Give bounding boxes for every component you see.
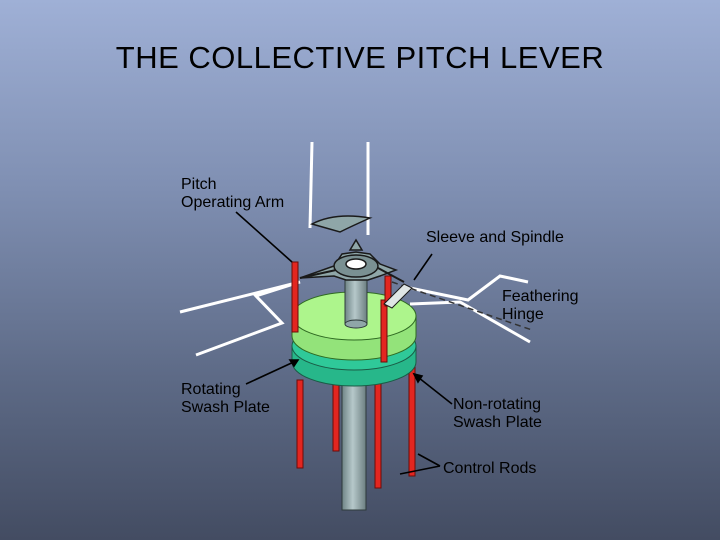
label-line: Swash Plate — [181, 399, 270, 416]
left-blade-outline — [179, 280, 301, 357]
label-feathering-hinge: Feathering Hinge — [502, 288, 579, 324]
slide-title: THE COLLECTIVE PITCH LEVER — [115, 40, 605, 75]
label-line: Pitch — [181, 176, 217, 193]
label-line: Non-rotating — [453, 396, 542, 413]
label-line: Swash Plate — [453, 414, 542, 431]
right-blade-outline — [409, 274, 531, 344]
label-line: Sleeve and Spindle — [426, 229, 564, 246]
label-line: Control Rods — [443, 460, 537, 477]
pitch-horn — [309, 215, 373, 233]
feathering-hinge-axis — [391, 281, 533, 331]
label-sleeve-and-spindle: Sleeve and Spindle — [426, 229, 564, 247]
label-non-rotating-swash-plate: Non-rotating Swash Plate — [453, 396, 542, 432]
control-rods-front — [296, 379, 382, 489]
spindle-sleeve — [344, 277, 368, 329]
leader-lines — [235, 211, 453, 475]
pitch-links — [291, 261, 392, 363]
label-pitch-operating-arm: Pitch Operating Arm — [181, 176, 284, 212]
label-line: Feathering — [502, 288, 579, 305]
label-line: Hinge — [502, 306, 544, 323]
feathering-hinge-grip — [383, 283, 413, 309]
label-rotating-swash-plate: Rotating Swash Plate — [181, 381, 270, 417]
label-control-rods: Control Rods — [443, 460, 536, 478]
label-line: Rotating — [181, 381, 241, 398]
main-rotor-shaft — [341, 369, 367, 511]
rotor-hub — [299, 238, 405, 283]
label-line: Operating Arm — [181, 194, 285, 211]
